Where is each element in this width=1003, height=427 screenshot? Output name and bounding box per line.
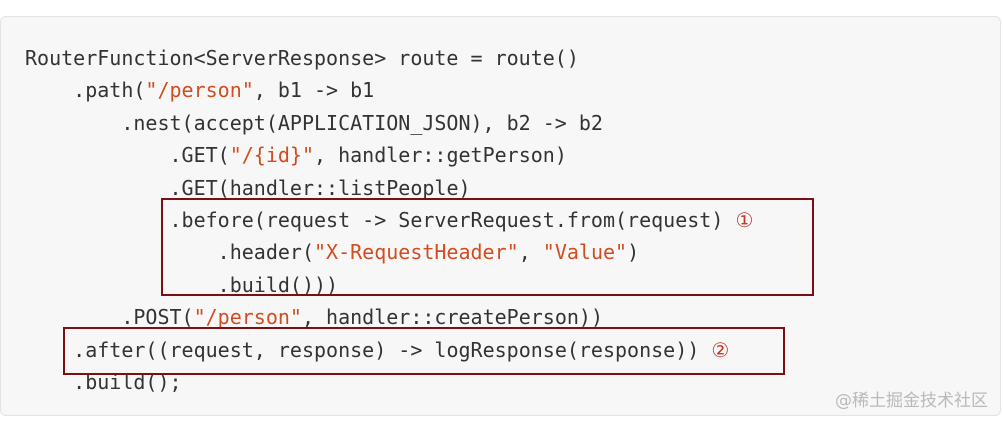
code-line: .after((request, response) -> logRespons… — [25, 334, 753, 366]
callout-marker: ① — [735, 207, 754, 232]
watermark: @稀土掘金技术社区 — [835, 391, 988, 411]
string-literal: "X-RequestHeader" — [313, 240, 519, 265]
highlight-box-after — [63, 327, 785, 375]
code-token: .after((request, response) -> logRespons… — [73, 337, 712, 362]
code-line: .before(request -> ServerRequest.from(re… — [25, 204, 754, 236]
code-line: .build())) — [25, 269, 753, 301]
highlight-box-before — [161, 198, 814, 296]
code-token: .header( — [217, 240, 314, 265]
code-token: RouterFunction<ServerResponse> route = r… — [25, 46, 579, 70]
code-line: .header("X-RequestHeader", "Value") — [25, 236, 753, 268]
string-literal: "/{id}" — [229, 143, 315, 168]
code-token: .POST( — [121, 305, 194, 330]
code-indent — [25, 305, 121, 329]
code-token: .GET( — [169, 143, 230, 168]
code-token: ) — [627, 240, 640, 265]
code-line: .GET("/{id}", handler::getPerson) — [25, 139, 753, 171]
code-indent — [25, 143, 170, 167]
code-line: .nest(accept(APPLICATION_JSON), b2 -> b2 — [25, 107, 753, 139]
code-line: .POST("/person", handler::createPerson)) — [25, 301, 753, 333]
string-literal: "/person" — [145, 78, 254, 103]
code-token: , b1 -> b1 — [253, 78, 375, 103]
code-token: , handler::getPerson) — [314, 143, 567, 168]
code-listing: RouterFunction<ServerResponse> route = r… — [25, 42, 753, 398]
code-token: .nest(accept(APPLICATION_JSON), b2 -> b2 — [121, 110, 603, 135]
code-block — [0, 16, 1001, 416]
code-line: RouterFunction<ServerResponse> route = r… — [25, 42, 753, 74]
code-token: .build())) — [217, 272, 339, 297]
code-token: .before(request -> ServerRequest.from(re… — [169, 207, 736, 232]
string-literal: "/person" — [193, 305, 302, 330]
code-token: , — [518, 240, 543, 265]
code-token: .GET(handler::listPeople) — [169, 175, 471, 200]
code-token: , handler::createPerson)) — [301, 305, 603, 330]
code-token: .path( — [73, 78, 146, 103]
code-indent — [25, 78, 73, 102]
code-indent — [25, 176, 170, 200]
code-indent — [25, 111, 121, 135]
string-literal: "Value" — [542, 240, 628, 265]
callout-marker: ② — [711, 337, 730, 362]
code-line: .GET(handler::listPeople) — [25, 172, 753, 204]
code-indent — [25, 208, 170, 232]
code-line: .path("/person", b1 -> b1 — [25, 74, 753, 106]
